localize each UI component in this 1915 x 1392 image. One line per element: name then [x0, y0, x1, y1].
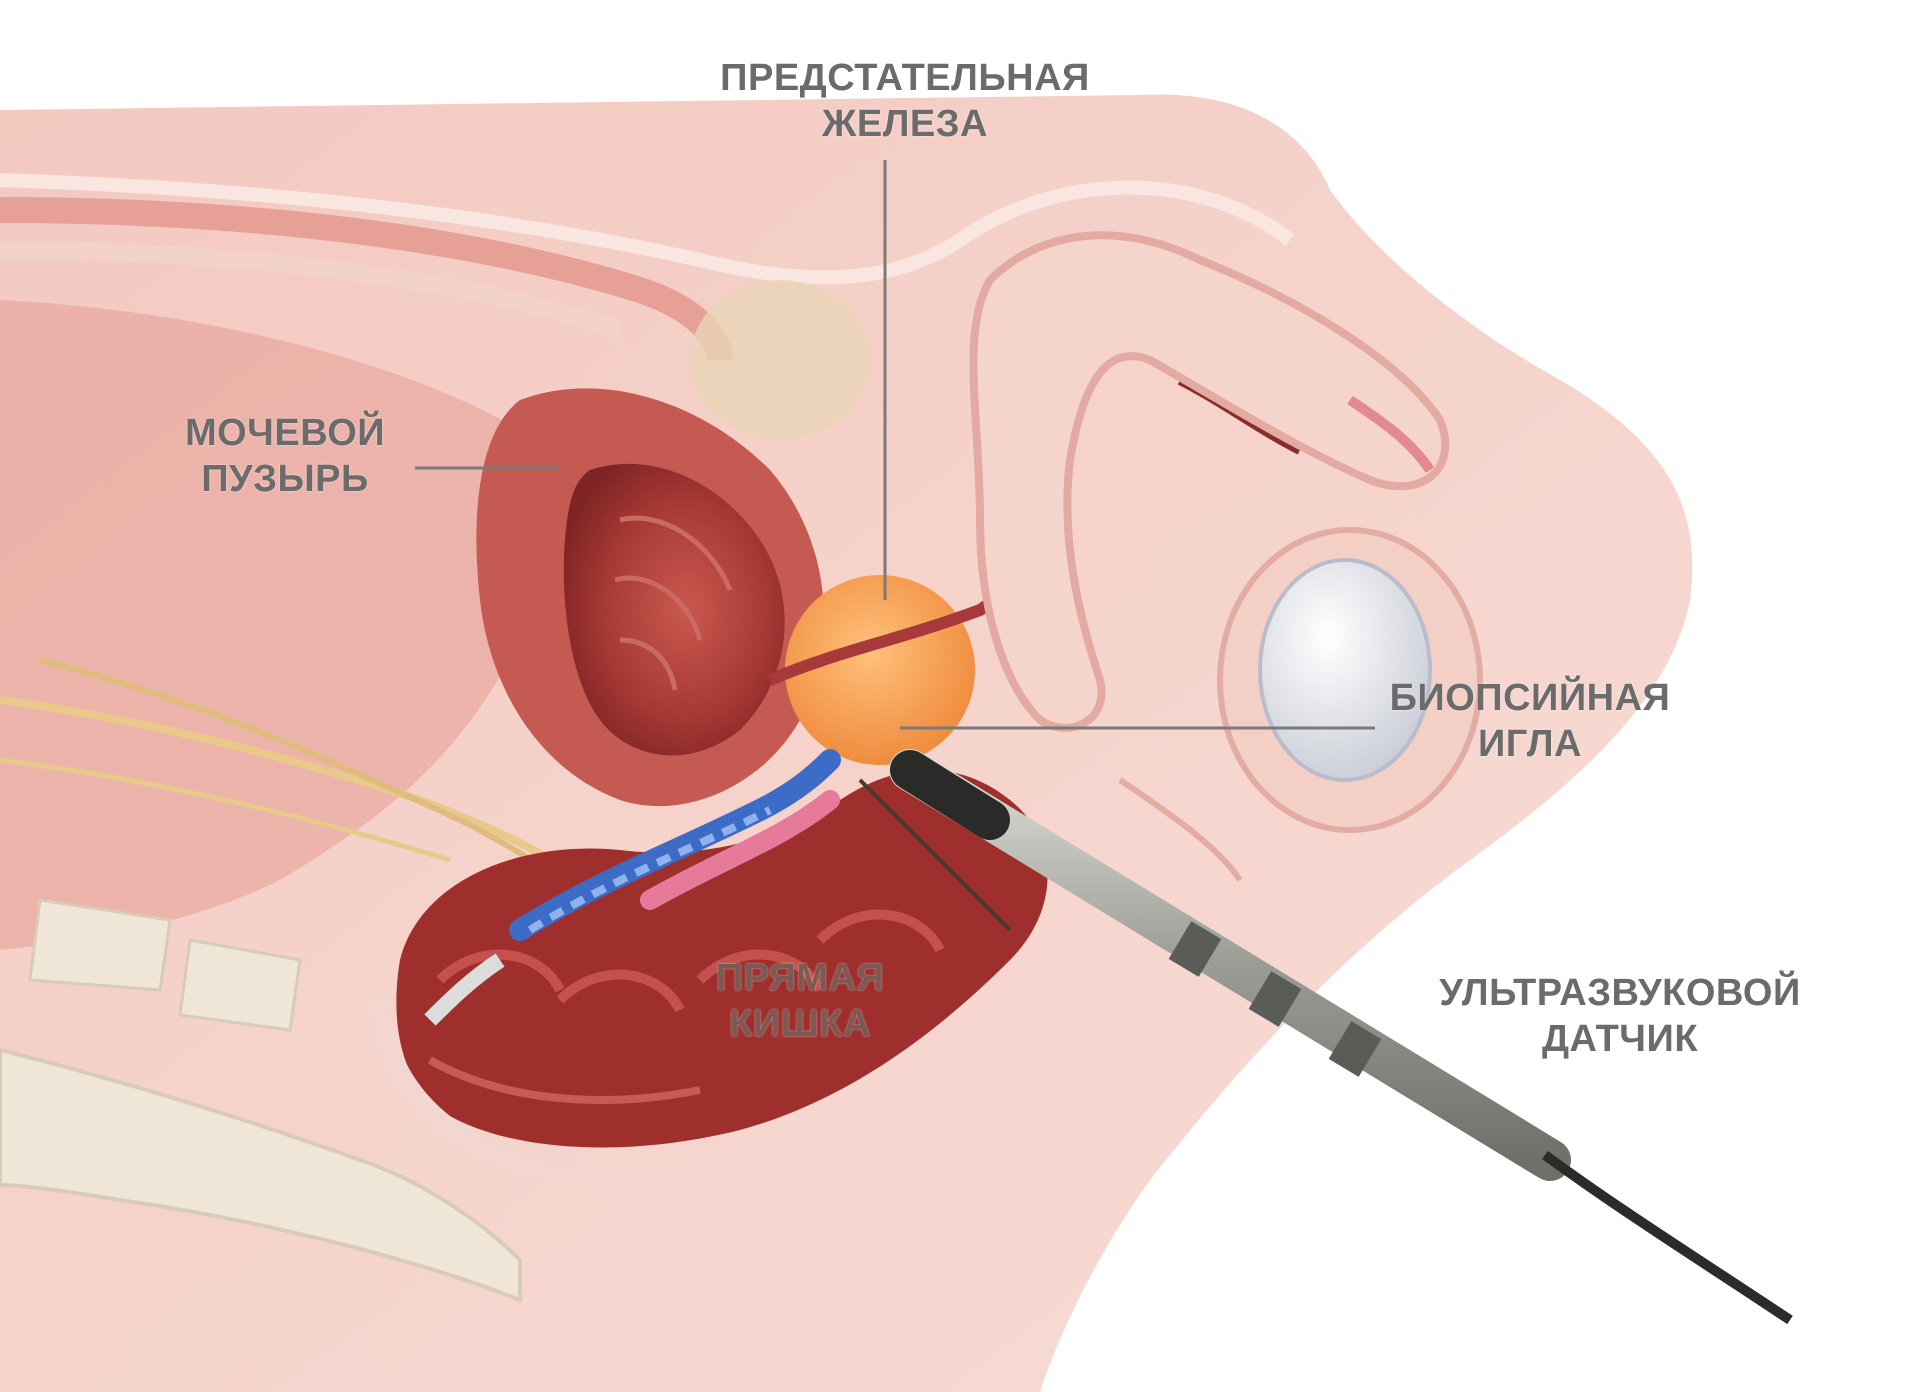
label-rectum-line2: КИШКА	[670, 1001, 930, 1047]
label-bladder-line2: ПУЗЫРЬ	[135, 456, 435, 502]
label-prostate-line1: ПРЕДСТАТЕЛЬНАЯ	[655, 55, 1155, 101]
label-needle: БИОПСИЙНАЯ ИГЛА	[1330, 675, 1730, 767]
label-rectum: ПРЯМАЯ КИШКА	[670, 955, 930, 1047]
label-needle-line1: БИОПСИЙНАЯ	[1330, 675, 1730, 721]
label-probe: УЛЬТРАЗВУКОВОЙ ДАТЧИК	[1370, 970, 1870, 1062]
label-bladder: МОЧЕВОЙ ПУЗЫРЬ	[135, 410, 435, 502]
label-rectum-line1: ПРЯМАЯ	[670, 955, 930, 1001]
prostate	[785, 575, 975, 765]
label-prostate-line2: ЖЕЛЕЗА	[655, 101, 1155, 147]
label-needle-line2: ИГЛА	[1330, 721, 1730, 767]
label-probe-line2: ДАТЧИК	[1370, 1016, 1870, 1062]
label-bladder-line1: МОЧЕВОЙ	[135, 410, 435, 456]
label-probe-line1: УЛЬТРАЗВУКОВОЙ	[1370, 970, 1870, 1016]
pubic-bone	[690, 280, 870, 440]
label-prostate: ПРЕДСТАТЕЛЬНАЯ ЖЕЛЕЗА	[655, 55, 1155, 147]
